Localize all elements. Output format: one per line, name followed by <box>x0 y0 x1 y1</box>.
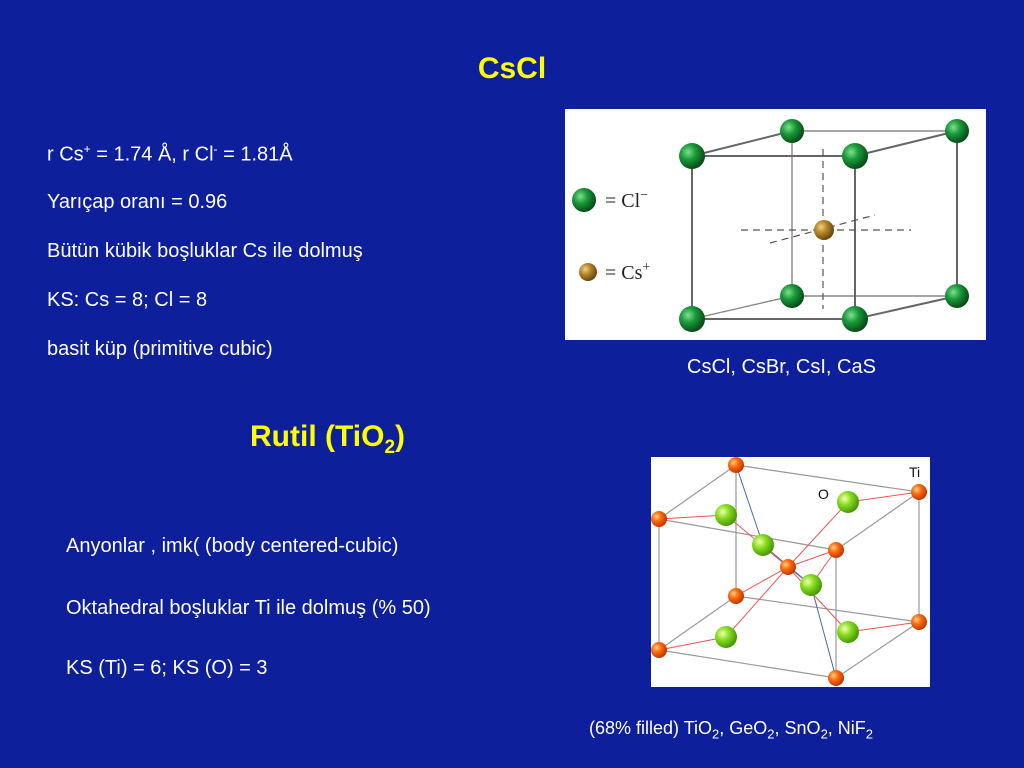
legend-cs-atom <box>579 263 597 281</box>
r-cl-sup: - <box>213 142 218 156</box>
o-label: O <box>818 486 829 502</box>
cl-atom <box>842 306 868 332</box>
ti-atom <box>651 642 667 658</box>
o-atom <box>837 621 859 643</box>
r-cs-sup: + <box>83 142 91 156</box>
lattice-type: basit küp (primitive cubic) <box>47 338 273 360</box>
ti-atom <box>780 559 796 575</box>
o-atom <box>800 574 822 596</box>
cl-atom <box>780 119 804 143</box>
cubic-holes: Bütün kübik boşluklar Cs ile dolmuş <box>47 240 363 262</box>
rutil-title-close: ) <box>395 420 406 453</box>
o-atom <box>715 626 737 648</box>
ti-atom <box>651 511 667 527</box>
cell-edges <box>658 464 920 679</box>
ti-atom <box>828 542 844 558</box>
radius-ratio: Yarıçap oranı = 0.96 <box>47 191 228 213</box>
caption-sub-4: 2 <box>865 726 874 742</box>
r-cs-label: r Cs <box>47 143 84 166</box>
cube-front-edges <box>691 130 958 320</box>
octahedral-holes: Oktahedral boşluklar Ti ile dolmuş (% 50… <box>66 597 431 619</box>
ti-atom <box>911 614 927 630</box>
ti-label: Ti <box>909 464 920 480</box>
rutil-structure-diagram: Ti O <box>651 457 930 687</box>
cl-atom <box>780 284 804 308</box>
caption-part-d: , NiF <box>827 718 866 738</box>
legend-cl-label: = Cl− <box>605 188 648 212</box>
caption-part-b: , GeO <box>719 718 768 738</box>
cl-atom <box>945 284 969 308</box>
cl-atom <box>679 143 705 169</box>
caption-part-c: , SnO <box>774 718 821 738</box>
rutil-title: Rutil (TiO2) <box>250 420 405 459</box>
o-atom <box>752 534 774 556</box>
caption-sub-1: 2 <box>712 726 720 742</box>
cl-atom <box>842 143 868 169</box>
cscl-cube-svg: = Cl− = Cs+ <box>572 119 969 332</box>
cl-atom <box>945 119 969 143</box>
ti-atom <box>728 457 744 473</box>
legend-cl-atom <box>572 188 596 212</box>
rutil-coordination: KS (Ti) = 6; KS (O) = 3 <box>66 657 268 679</box>
cl-atom <box>679 306 705 332</box>
cube-back-edges <box>691 130 957 320</box>
rutil-title-text: Rutil (TiO <box>250 420 385 453</box>
legend-cs-label: = Cs+ <box>605 260 650 284</box>
caption-part-a: (68% filled) TiO <box>589 718 713 738</box>
cscl-caption: CsCl, CsBr, CsI, CaS <box>687 356 876 378</box>
ti-atom <box>828 670 844 686</box>
o-atom <box>715 504 737 526</box>
caption-sub-3: 2 <box>820 726 828 742</box>
cs-atom <box>814 220 834 240</box>
caption-sub-2: 2 <box>767 726 775 742</box>
o-atom <box>837 491 859 513</box>
coordination-number: KS: Cs = 8; Cl = 8 <box>47 289 208 311</box>
ti-atom <box>911 484 927 500</box>
cscl-title: CsCl <box>477 52 547 85</box>
rutil-title-sub: 2 <box>384 437 396 458</box>
cscl-structure-diagram: = Cl− = Cs+ <box>565 109 986 340</box>
r-cl-value: = 1.81Å <box>217 143 293 166</box>
radius-line: r Cs+ = 1.74 Å, r Cl- = 1.81Å <box>47 142 293 167</box>
rutil-cell-svg: Ti O <box>651 457 927 686</box>
r-cl-label: = 1.74 Å, r Cl <box>90 143 214 166</box>
anion-lattice: Anyonlar , imk( (body centered-cubic) <box>66 535 399 557</box>
ti-atom <box>728 588 744 604</box>
rutil-caption: (68% filled) TiO2, GeO2, SnO2, NiF2 <box>589 718 873 742</box>
